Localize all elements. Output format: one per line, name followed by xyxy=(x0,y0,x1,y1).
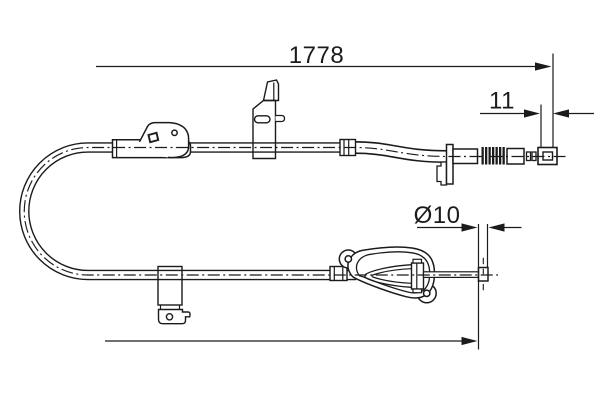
dimension-baseline xyxy=(105,336,478,346)
dimension-total-length: 1778 xyxy=(96,42,554,148)
dimension-end-width: 11 xyxy=(480,88,594,148)
bracket-round-hole xyxy=(171,129,178,137)
cable-s-bend xyxy=(353,141,449,163)
end-width-label: 11 xyxy=(489,88,515,115)
centerline xyxy=(23,146,566,276)
cable-body xyxy=(19,79,558,325)
arrow-right-icon xyxy=(461,336,478,346)
clamp-bracket-lower xyxy=(157,265,191,325)
grommet-hole-bottom xyxy=(422,289,431,298)
grommet-block xyxy=(410,262,425,290)
cable-u-run xyxy=(19,142,356,281)
arrow-right-icon xyxy=(535,62,552,71)
grommet-bracket xyxy=(338,246,437,304)
grommet-hole-top xyxy=(344,255,353,263)
bracket-flag-tab xyxy=(262,79,280,102)
bracket-side-tab xyxy=(275,114,286,123)
mid-mount-bracket xyxy=(252,79,286,160)
dimension-diameter: Ø10 xyxy=(414,202,522,350)
arrow-left-icon xyxy=(488,223,505,232)
foot-hole xyxy=(165,312,174,321)
clamp-bracket-upper xyxy=(138,121,190,159)
arrow-right-icon xyxy=(461,223,478,232)
diameter-label: Ø10 xyxy=(414,202,461,229)
arrow-left-icon xyxy=(553,109,569,118)
sheath-collar-lower xyxy=(329,265,348,282)
bracket-oval-slot xyxy=(253,115,271,124)
rod-end-cap xyxy=(477,257,489,291)
bracket-slot-hole xyxy=(147,131,160,144)
total-length-label: 1778 xyxy=(289,42,344,69)
arrow-right-icon xyxy=(524,109,540,118)
spring-section xyxy=(481,147,505,165)
